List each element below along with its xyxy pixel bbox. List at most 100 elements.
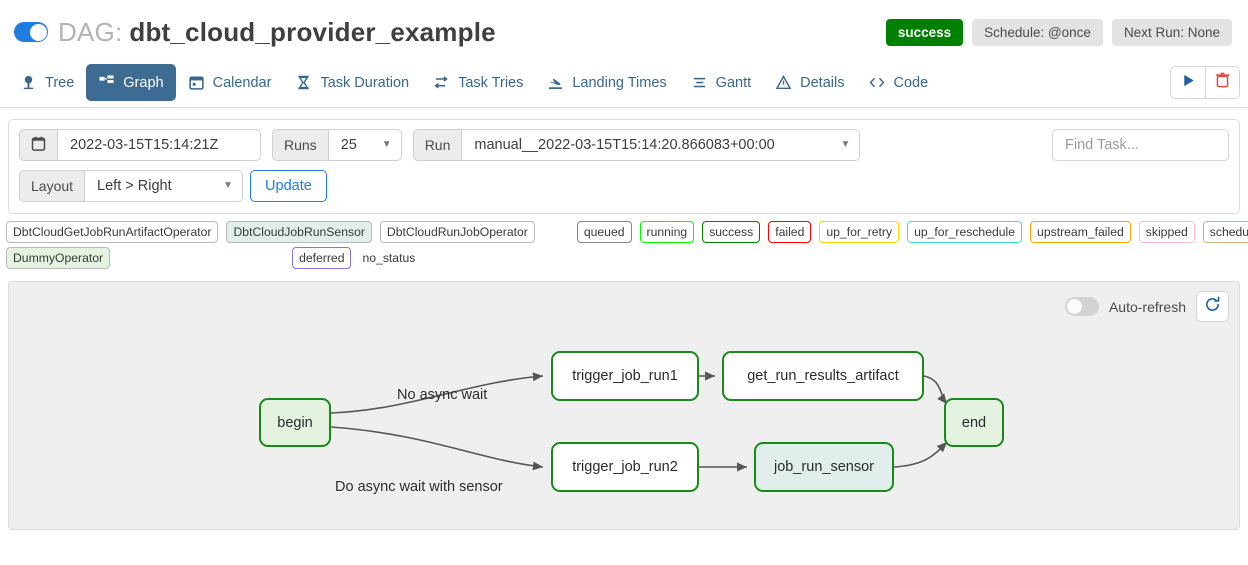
- task-node-label: get_run_results_artifact: [747, 368, 899, 385]
- tab-label: Details: [800, 74, 845, 91]
- find-task-placeholder: Find Task...: [1065, 137, 1139, 153]
- dag-label: DAG:: [58, 16, 123, 47]
- tab-code[interactable]: Code: [856, 64, 940, 101]
- graph-icon: [98, 74, 115, 91]
- auto-refresh-toggle[interactable]: [1064, 297, 1099, 317]
- tab-gantt[interactable]: Gantt: [679, 64, 763, 101]
- legend: DbtCloudGetJobRunArtifactOperator DbtClo…: [0, 214, 1248, 275]
- task-node-trigger-job-run1[interactable]: trigger_job_run1: [551, 351, 699, 402]
- task-node-label: trigger_job_run2: [572, 459, 678, 476]
- task-node-get-run-results-artifact[interactable]: get_run_results_artifact: [722, 351, 924, 402]
- runs-input-group: Runs 25 ▼: [272, 129, 402, 161]
- dag-action-buttons: [1170, 66, 1240, 99]
- tab-graph[interactable]: Graph: [86, 64, 176, 101]
- filter-row-layout: Layout Left > Right ▼ Update: [19, 170, 327, 202]
- run-select[interactable]: manual__2022-03-15T15:14:20.866083+00:00…: [462, 129, 861, 161]
- tab-task-duration[interactable]: Task Duration: [283, 64, 421, 101]
- state-chip-scheduled: scheduled: [1202, 221, 1248, 244]
- page-header: DAG: dbt_cloud_provider_example success …: [0, 0, 1248, 58]
- graph-canvas[interactable]: Auto-refresh begin trigger_j: [8, 281, 1240, 531]
- state-chip-upstream-failed: upstream_failed: [1030, 221, 1131, 244]
- layout-select-value: Left > Right: [97, 178, 172, 194]
- state-chip-success: success: [702, 221, 761, 244]
- state-chip-deferred: deferred: [292, 247, 352, 270]
- runs-select-value: 25: [340, 137, 357, 153]
- edge-artifact-end: [923, 375, 948, 405]
- header-badges: success Schedule: @once Next Run: None: [885, 18, 1232, 46]
- state-chip-up-for-retry: up_for_retry: [819, 221, 900, 244]
- tab-tree[interactable]: Tree: [8, 64, 86, 101]
- layout-select[interactable]: Left > Right ▼: [85, 170, 244, 202]
- trash-icon: [1215, 72, 1230, 93]
- calendar-picker-button[interactable]: [19, 129, 58, 161]
- delete-dag-button[interactable]: [1205, 67, 1239, 98]
- trigger-dag-button[interactable]: [1171, 67, 1205, 98]
- execution-date-input[interactable]: 2022-03-15T15:14:21Z: [58, 129, 261, 161]
- layout-input-group: Layout Left > Right ▼: [19, 170, 244, 202]
- find-task-input[interactable]: Find Task...: [1052, 129, 1229, 161]
- legend-row-2: DummyOperator deferred no_status: [6, 247, 1242, 270]
- state-chip-skipped: skipped: [1138, 221, 1195, 244]
- run-label: Run: [412, 129, 463, 161]
- warning-triangle-icon: [775, 74, 792, 91]
- edge-label-no-async-wait: No async wait: [397, 387, 488, 404]
- graph-edges: [330, 371, 948, 472]
- tab-calendar[interactable]: Calendar: [176, 64, 284, 101]
- task-node-end[interactable]: end: [944, 398, 1004, 448]
- code-brackets-icon: [868, 74, 885, 91]
- state-chip-running: running: [639, 221, 695, 244]
- page-title: dbt_cloud_provider_example: [129, 16, 496, 47]
- calendar-icon: [188, 74, 205, 91]
- task-node-trigger-job-run2[interactable]: trigger_job_run2: [551, 442, 699, 493]
- state-chip-queued: queued: [576, 221, 632, 244]
- hourglass-icon: [295, 74, 312, 91]
- runs-label: Runs: [272, 129, 329, 161]
- calendar-icon: [31, 136, 46, 155]
- tab-label: Task Tries: [458, 74, 524, 91]
- update-button[interactable]: Update: [250, 170, 327, 202]
- landing-icon: [547, 74, 564, 91]
- refresh-button[interactable]: [1196, 291, 1229, 323]
- toggle-knob: [1066, 299, 1082, 315]
- graph-toolbar: Auto-refresh: [1064, 291, 1229, 323]
- task-node-label: end: [961, 414, 987, 431]
- tab-label: Gantt: [715, 74, 752, 91]
- task-node-label: trigger_job_run1: [572, 368, 678, 385]
- tree-icon: [20, 74, 37, 91]
- dag-paused-toggle[interactable]: [14, 22, 48, 42]
- legend-row-1: DbtCloudGetJobRunArtifactOperator DbtClo…: [6, 221, 1248, 244]
- tab-task-tries[interactable]: Task Tries: [421, 64, 535, 101]
- task-node-job-run-sensor[interactable]: job_run_sensor: [754, 442, 894, 493]
- auto-refresh-label: Auto-refresh: [1108, 298, 1186, 315]
- operator-chip: DummyOperator: [6, 247, 111, 270]
- tab-label: Tree: [45, 74, 75, 91]
- tab-details[interactable]: Details: [763, 64, 856, 101]
- date-input-group: 2022-03-15T15:14:21Z: [19, 129, 261, 161]
- run-input-group: Run manual__2022-03-15T15:14:20.866083+0…: [412, 129, 861, 161]
- state-chip-no-status: no_status: [362, 251, 416, 266]
- refresh-icon: [1204, 296, 1221, 318]
- tab-label: Landing Times: [572, 74, 667, 91]
- edge-sensor-end: [893, 441, 948, 469]
- tab-label: Code: [893, 74, 929, 91]
- status-badge: success: [885, 18, 964, 46]
- task-node-label: begin: [277, 414, 313, 431]
- task-node-begin[interactable]: begin: [259, 398, 331, 448]
- edge-begin-trigger1: [330, 372, 544, 415]
- state-chip-up-for-reschedule: up_for_reschedule: [907, 221, 1023, 244]
- filter-row-primary: 2022-03-15T15:14:21Z Runs 25 ▼ Run manua…: [19, 129, 1229, 161]
- tab-label: Calendar: [212, 74, 272, 91]
- edge-label-do-async-wait: Do async wait with sensor: [335, 479, 503, 496]
- tab-landing-times[interactable]: Landing Times: [535, 64, 678, 101]
- operator-chip: DbtCloudRunJobOperator: [379, 221, 535, 244]
- state-chip-failed: failed: [768, 221, 812, 244]
- schedule-badge[interactable]: Schedule: @once: [972, 18, 1103, 46]
- view-tabs: Tree Graph Calendar Task Duration Task T: [0, 58, 1248, 108]
- layout-label: Layout: [19, 170, 86, 202]
- chevron-down-icon: ▼: [223, 180, 234, 191]
- runs-select[interactable]: 25 ▼: [328, 129, 402, 161]
- run-select-value: manual__2022-03-15T15:14:20.866083+00:00: [474, 137, 775, 153]
- tab-label: Graph: [123, 74, 164, 91]
- play-icon: [1181, 73, 1196, 93]
